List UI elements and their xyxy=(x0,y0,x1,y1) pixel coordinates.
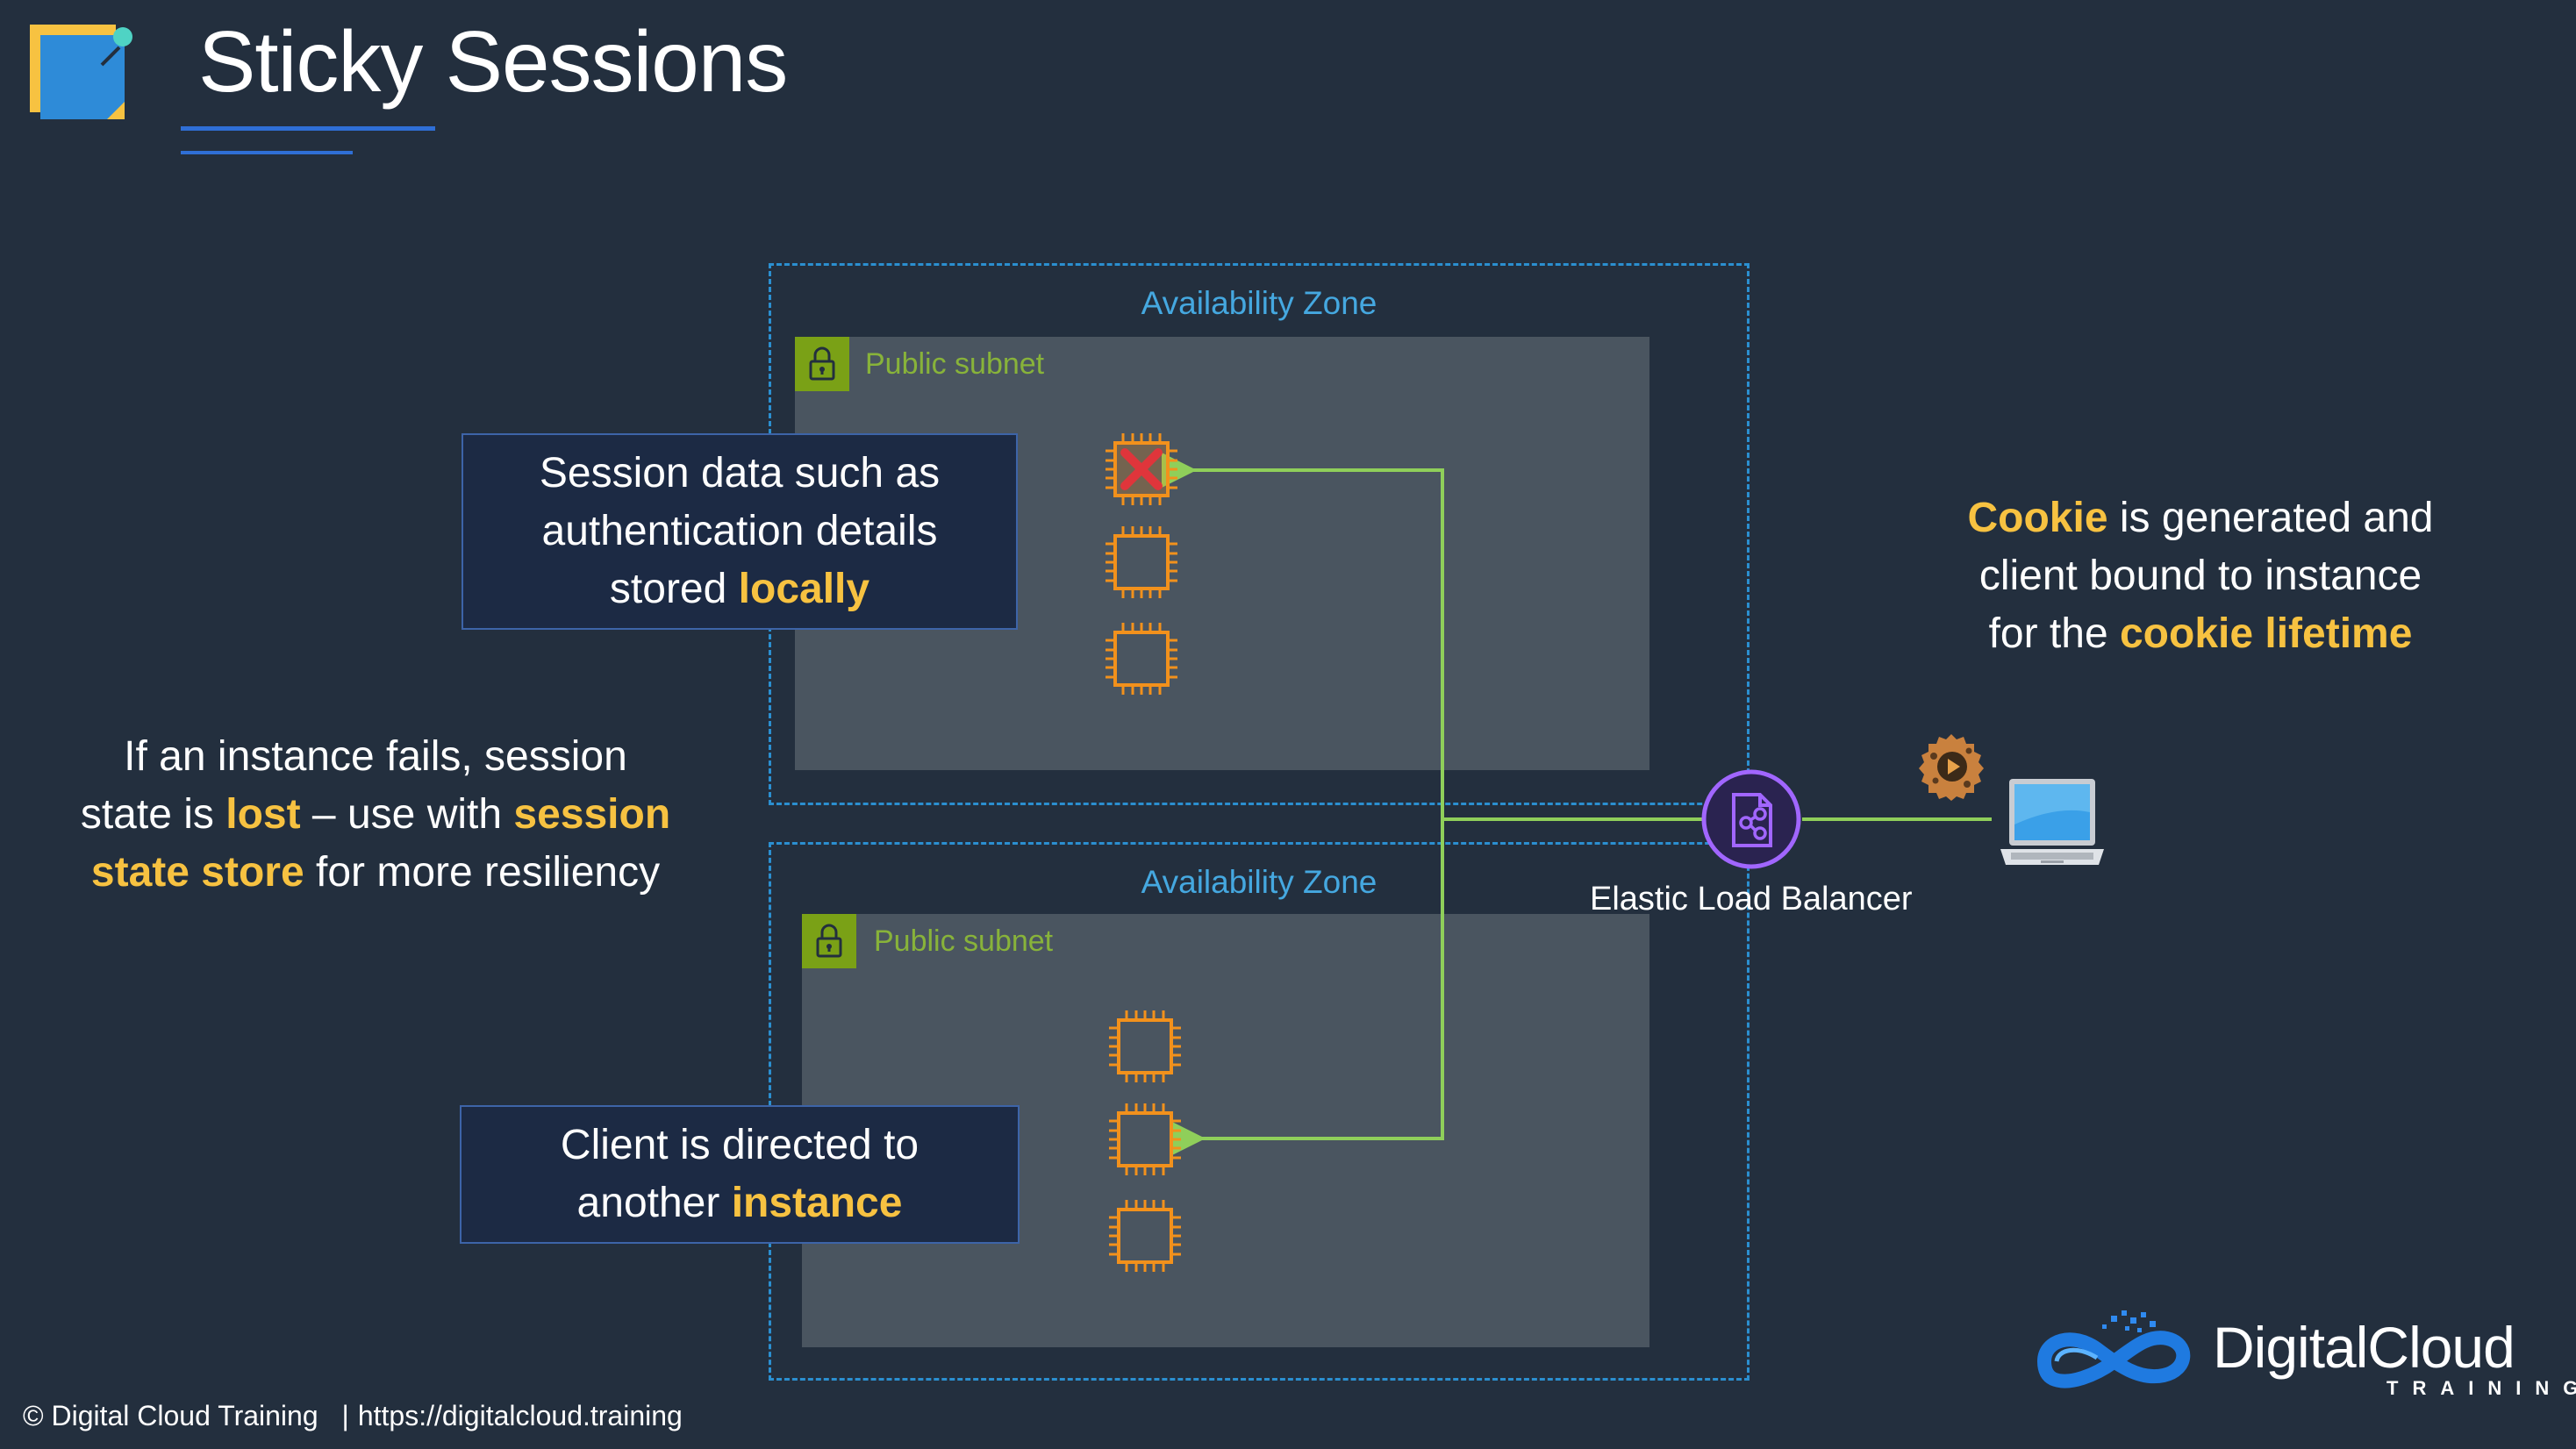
subnet-label: Public subnet xyxy=(874,924,1054,958)
instance xyxy=(1107,1009,1183,1084)
availability-zone-label: Availability Zone xyxy=(1141,864,1377,900)
note-line: state store for more resiliency xyxy=(90,849,661,896)
highlight-cookie: Cookie xyxy=(1967,495,2108,541)
highlight-instance: instance xyxy=(731,1180,903,1226)
callout-line: Session data such as xyxy=(539,450,941,496)
instance xyxy=(1107,1198,1183,1274)
elastic-load-balancer xyxy=(1700,768,1802,870)
highlight-lost: lost xyxy=(225,791,301,838)
callout-line: Client is directed to xyxy=(560,1122,919,1168)
note-line: If an instance fails, session xyxy=(124,733,627,780)
client-laptop xyxy=(1995,772,2109,879)
ec2-instance-chip-icon xyxy=(1106,433,1177,505)
brand-name: DigitalCloud xyxy=(2213,1315,2515,1380)
title-underline xyxy=(181,126,435,131)
instance xyxy=(1104,621,1179,696)
highlight-locally: locally xyxy=(738,566,870,612)
brand-logo xyxy=(2027,1303,2202,1400)
ec2-instance-chip-icon xyxy=(1106,526,1177,598)
note-line: state is lost – use with session xyxy=(80,791,671,838)
callout-line: another instance xyxy=(576,1180,903,1226)
instance xyxy=(1104,525,1179,600)
note-line: for the cookie lifetime xyxy=(1988,610,2413,657)
ec2-instance-chip-icon xyxy=(1109,1103,1181,1175)
copyright-text: © Digital Cloud Training xyxy=(23,1400,318,1431)
target-instance xyxy=(1107,1102,1183,1177)
footer: © Digital Cloud Training | https://digita… xyxy=(23,1400,683,1432)
subnet-label: Public subnet xyxy=(865,347,1045,381)
public-subnet-1: Public subnet xyxy=(795,337,1649,770)
sticky-note-icon xyxy=(30,25,132,119)
ec2-instance-chip-icon xyxy=(1109,1010,1181,1082)
slide-logo xyxy=(28,19,137,123)
failed-instance xyxy=(1104,432,1179,507)
red-x-icon xyxy=(1120,448,1163,490)
callout-session-data: Session data such as authentication deta… xyxy=(462,433,1018,630)
elb-to-failed-instance-line xyxy=(1162,453,1702,821)
lock-icon xyxy=(802,914,856,968)
highlight-session: session xyxy=(513,791,671,838)
ec2-instance-chip-icon xyxy=(1106,623,1177,695)
lock-icon xyxy=(795,337,849,391)
note-line: client bound to instance xyxy=(1979,553,2422,599)
elb-label: Elastic Load Balancer xyxy=(1590,881,1913,917)
callout-line: authentication details xyxy=(541,508,938,554)
highlight-state-store: state store xyxy=(90,849,304,896)
laptop-icon xyxy=(2000,779,2104,865)
footer-separator: | xyxy=(341,1400,349,1431)
failure-note: If an instance fails, session state is l… xyxy=(35,728,716,902)
note-line: Cookie is generated and xyxy=(1967,495,2434,541)
highlight-cookie-lifetime: cookie lifetime xyxy=(2119,610,2413,657)
title-underline-secondary xyxy=(181,151,353,154)
infinity-cloud-icon xyxy=(2037,1310,2191,1388)
availability-zone-label: Availability Zone xyxy=(1141,285,1377,321)
elb-to-new-instance-line xyxy=(1170,819,1444,1156)
cookie-note: Cookie is generated and client bound to … xyxy=(1886,489,2515,663)
ec2-instance-chip-icon xyxy=(1109,1200,1181,1272)
callout-client-redirect: Client is directed to another instance xyxy=(460,1105,1020,1244)
load-balancer-icon xyxy=(1701,769,1801,869)
footer-url: https://digitalcloud.training xyxy=(357,1400,683,1431)
cookie-icon xyxy=(1919,734,1984,801)
callout-line: stored locally xyxy=(609,566,870,612)
brand-subtitle: TRAINING xyxy=(2386,1377,2576,1399)
cookie xyxy=(1916,732,1986,802)
page-title: Sticky Sessions xyxy=(198,13,788,110)
